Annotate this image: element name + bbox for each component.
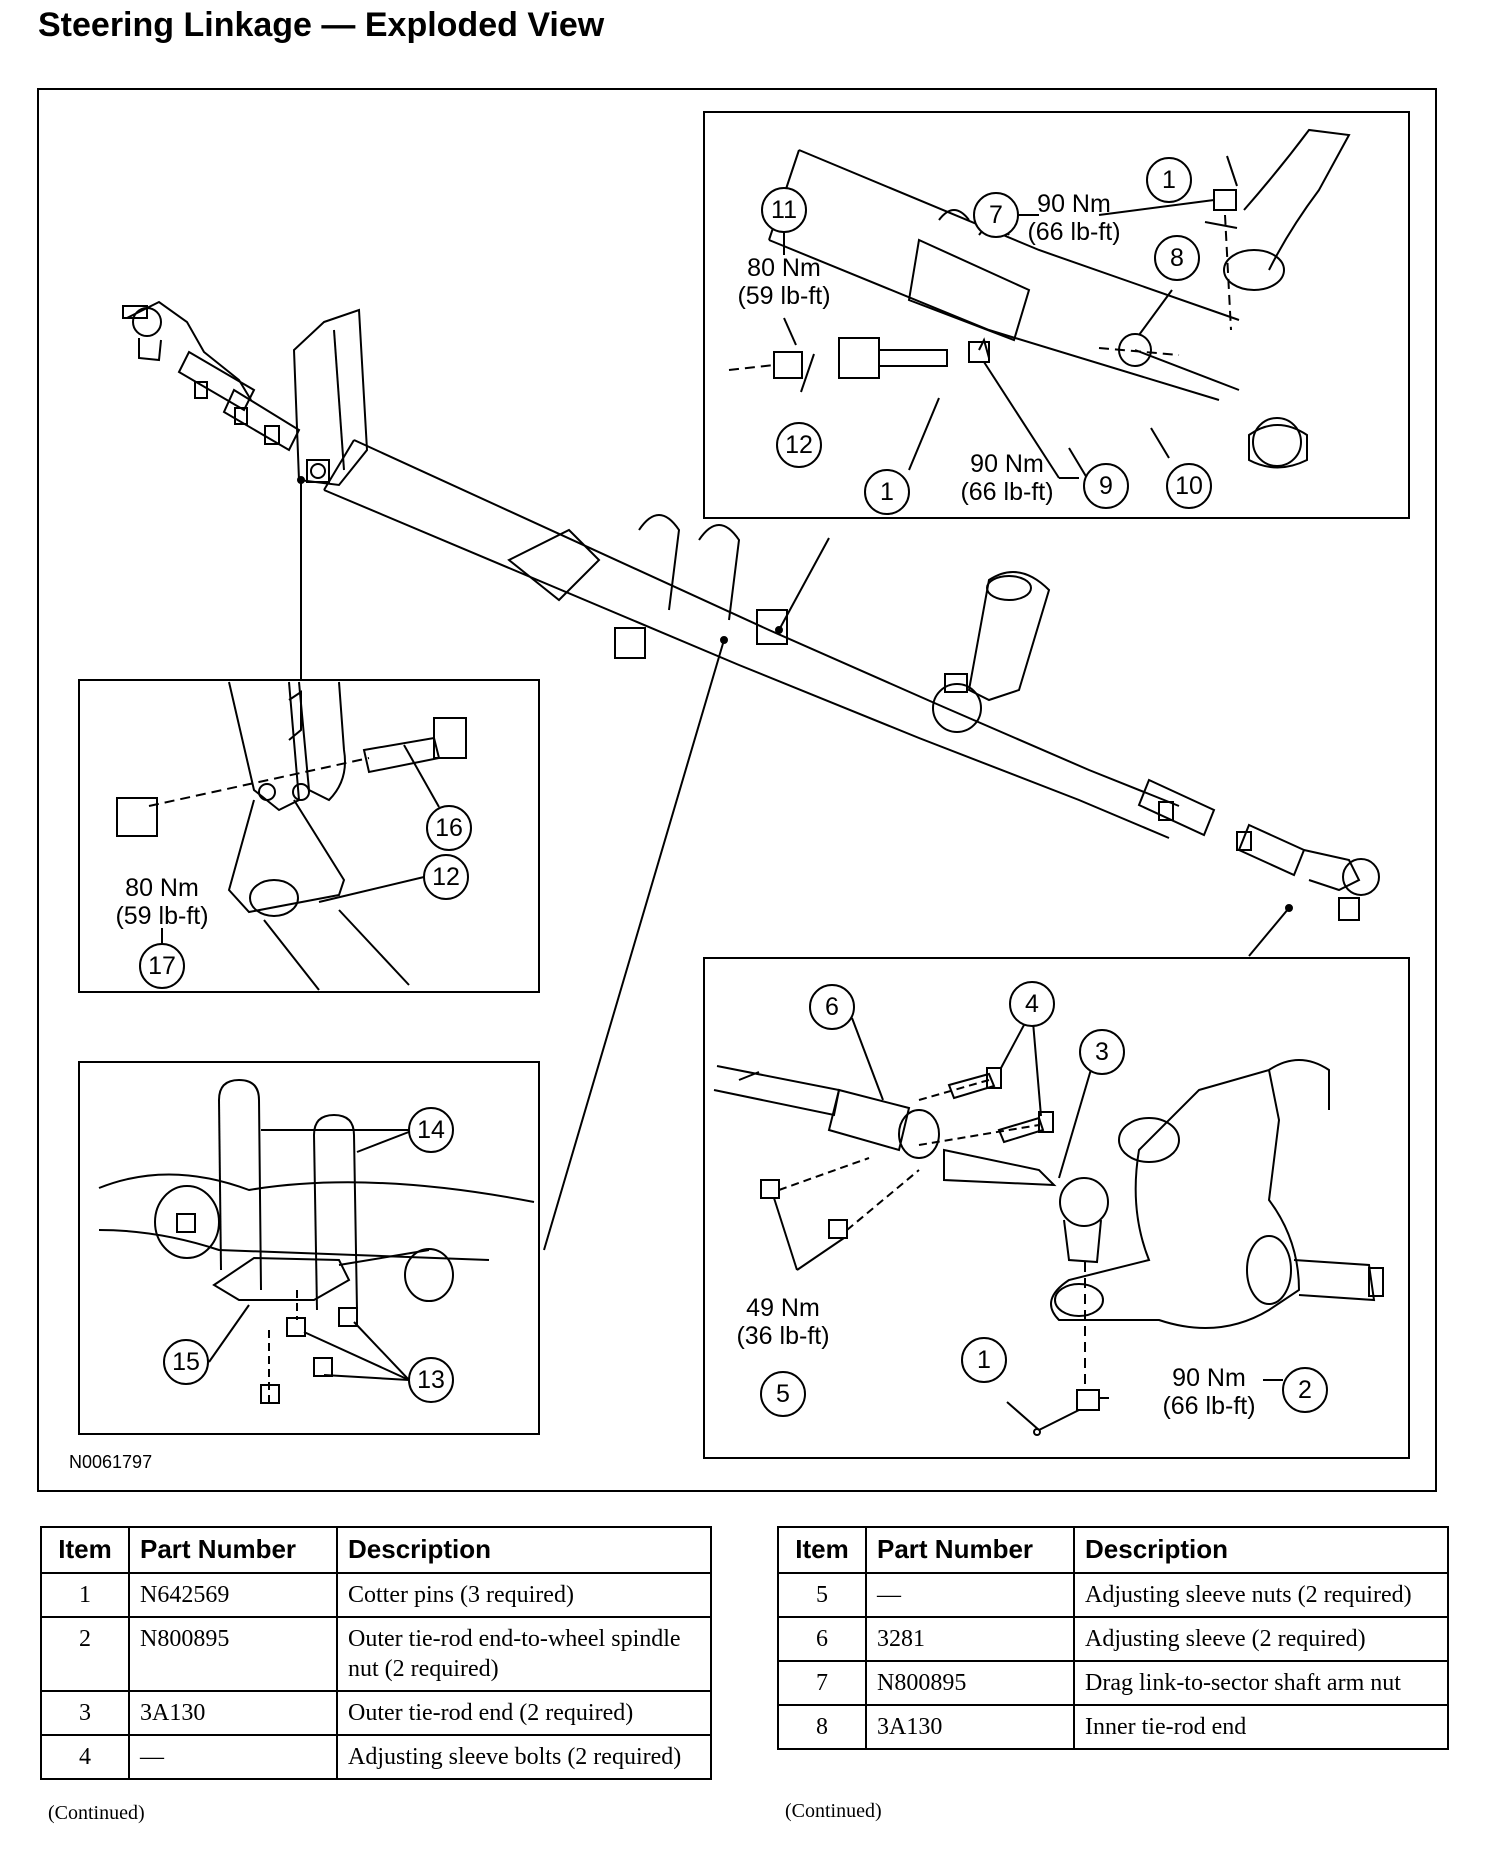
callout-12-top: 12	[785, 431, 813, 459]
cell-description: Adjusting sleeve nuts (2 required)	[1073, 1572, 1449, 1618]
table-row: 6 3281 Adjusting sleeve (2 required)	[777, 1616, 1449, 1662]
callout-1-tie-rod: 1	[977, 1346, 991, 1374]
callout-15: 15	[172, 1348, 200, 1376]
callout-5: 5	[776, 1380, 790, 1408]
callout-7: 7	[989, 201, 1003, 229]
continued-note-left: (Continued)	[48, 1802, 145, 1824]
table-header-row: Item Part Number Description	[777, 1526, 1449, 1574]
torque-7-nm: 90 Nm	[1037, 190, 1111, 218]
main-linkage-assembly	[122, 300, 1380, 1251]
torque-17-nm: 80 Nm	[125, 874, 199, 902]
table-row: 3 3A130 Outer tie-rod end (2 required)	[40, 1690, 712, 1736]
callout-11: 11	[771, 196, 797, 224]
cell-part-number: 3A130	[128, 1690, 338, 1736]
callout-1-drag-link: 1	[880, 478, 894, 506]
cell-description: Adjusting sleeve bolts (2 required)	[336, 1734, 712, 1780]
cell-description: Adjusting sleeve (2 required)	[1073, 1616, 1449, 1662]
header-description: Description	[1073, 1526, 1449, 1574]
cell-part-number: 3A130	[865, 1704, 1075, 1750]
header-part-number: Part Number	[865, 1526, 1075, 1574]
callout-17: 17	[148, 952, 176, 980]
steering-linkage-drawing: 1 7 8 11 12 1 9 10 16 12 17 14 15 13 6 4…	[69, 111, 1410, 1472]
torque-11-lbft: (59 lb-ft)	[737, 282, 830, 310]
torque-11-nm: 80 Nm	[747, 254, 821, 282]
cell-item: 5	[777, 1572, 867, 1618]
cell-item: 1	[40, 1572, 130, 1618]
header-item: Item	[777, 1526, 867, 1574]
cell-description: Drag link-to-sector shaft arm nut	[1073, 1660, 1449, 1706]
cell-part-number: N642569	[128, 1572, 338, 1618]
cell-item: 8	[777, 1704, 867, 1750]
detail-panel-drag-link	[703, 111, 1410, 519]
callout-9: 9	[1099, 472, 1113, 500]
table-row: 2 N800895 Outer tie-rod end-to-wheel spi…	[40, 1616, 712, 1692]
torque-9-lbft: (66 lb-ft)	[960, 478, 1053, 506]
table-header-row: Item Part Number Description	[40, 1526, 712, 1574]
cell-description: Outer tie-rod end-to-wheel spindle nut (…	[336, 1616, 712, 1692]
callout-13: 13	[417, 1366, 445, 1394]
callout-4: 4	[1025, 990, 1039, 1018]
continued-note-right: (Continued)	[785, 1800, 882, 1822]
torque-2-lbft: (66 lb-ft)	[1162, 1392, 1255, 1420]
cell-item: 3	[40, 1690, 130, 1736]
detail-panel-clamp	[78, 1061, 540, 1435]
cell-description: Inner tie-rod end	[1073, 1704, 1449, 1750]
table-row: 4 — Adjusting sleeve bolts (2 required)	[40, 1734, 712, 1780]
callout-12-bracket: 12	[432, 863, 460, 891]
cell-item: 6	[777, 1616, 867, 1662]
torque-5-lbft: (36 lb-ft)	[736, 1322, 829, 1350]
cell-part-number: N800895	[865, 1660, 1075, 1706]
page-title: Steering Linkage — Exploded View	[38, 6, 605, 44]
torque-17-lbft: (59 lb-ft)	[115, 902, 208, 930]
cell-item: 4	[40, 1734, 130, 1780]
figure-id: N0061797	[69, 1452, 152, 1472]
cell-item: 2	[40, 1616, 130, 1692]
table-row: 7 N800895 Drag link-to-sector shaft arm …	[777, 1660, 1449, 1706]
torque-2-nm: 90 Nm	[1172, 1364, 1246, 1392]
callout-1-top: 1	[1162, 166, 1176, 194]
header-description: Description	[336, 1526, 712, 1574]
torque-9-nm: 90 Nm	[970, 450, 1044, 478]
cell-part-number: 3281	[865, 1616, 1075, 1662]
table-row: 8 3A130 Inner tie-rod end	[777, 1704, 1449, 1750]
cell-item: 7	[777, 1660, 867, 1706]
cell-part-number: —	[128, 1734, 338, 1780]
parts-table-right: Item Part Number Description 5 — Adjusti…	[777, 1526, 1449, 1750]
header-part-number: Part Number	[128, 1526, 338, 1574]
callout-2: 2	[1298, 1376, 1312, 1404]
detail-panel-tie-rod-end	[703, 957, 1410, 1459]
callout-8: 8	[1170, 244, 1184, 272]
exploded-view-figure: 1 7 8 11 12 1 9 10 16 12 17 14 15 13 6 4…	[37, 88, 1437, 1492]
parts-table-left: Item Part Number Description 1 N642569 C…	[40, 1526, 712, 1780]
torque-7-lbft: (66 lb-ft)	[1027, 218, 1120, 246]
callout-14: 14	[417, 1116, 445, 1144]
cell-part-number: N800895	[128, 1616, 338, 1692]
callout-3: 3	[1095, 1038, 1109, 1066]
table-row: 1 N642569 Cotter pins (3 required)	[40, 1572, 712, 1618]
callout-6: 6	[825, 993, 839, 1021]
callout-16: 16	[435, 814, 463, 842]
callout-10: 10	[1175, 472, 1203, 500]
cell-part-number: —	[865, 1572, 1075, 1618]
header-item: Item	[40, 1526, 130, 1574]
table-row: 5 — Adjusting sleeve nuts (2 required)	[777, 1572, 1449, 1618]
detail-panel-pitman-bracket	[78, 679, 540, 993]
cell-description: Cotter pins (3 required)	[336, 1572, 712, 1618]
torque-5-nm: 49 Nm	[746, 1294, 820, 1322]
cell-description: Outer tie-rod end (2 required)	[336, 1690, 712, 1736]
